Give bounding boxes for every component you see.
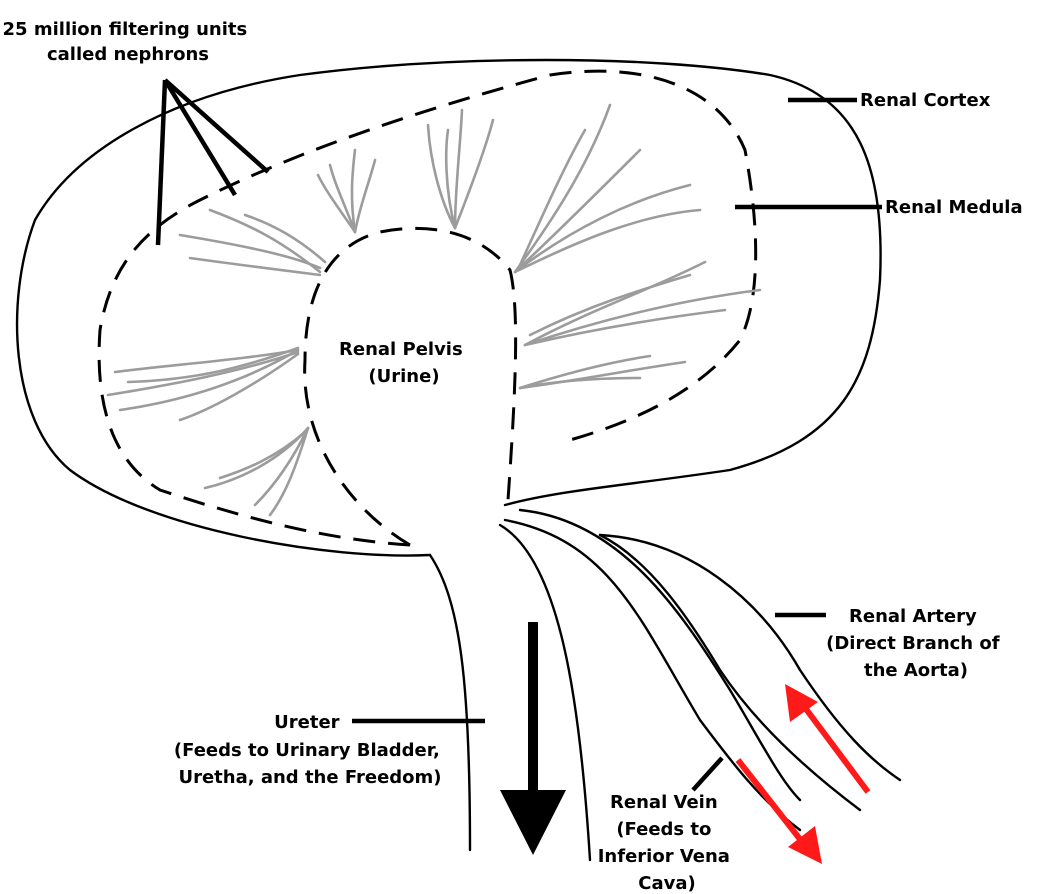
nephron-fibers [108, 105, 760, 515]
nephron-fiber [255, 428, 308, 505]
nephron-fiber [352, 150, 355, 232]
vein-leader [693, 758, 722, 790]
artery-flow-arrow [785, 684, 868, 792]
nephron-fiber [355, 160, 375, 232]
kidney-outer-outline [17, 60, 881, 556]
pelvis-label: Renal Pelvis (Urine) [339, 339, 469, 387]
renal-vein-right-wall [520, 510, 800, 800]
nephron-fiber [515, 150, 640, 272]
nephron-leader-2 [165, 80, 235, 195]
renal-artery-right-wall [600, 535, 900, 780]
leader-lines [158, 80, 882, 790]
nephrons-label: 25 million filtering units called nephro… [3, 19, 254, 65]
nephron-fiber [520, 356, 650, 388]
nephron-fiber [180, 235, 320, 268]
nephron-fiber [515, 210, 700, 272]
ureter-label: Ureter (Feeds to Urinary Bladder, Uretha… [174, 712, 446, 788]
ureter-flow-arrow [500, 622, 566, 855]
ureter-left-wall [430, 555, 470, 850]
medula-label: Renal Medula [885, 197, 1023, 218]
renal-artery-left-wall [600, 535, 860, 810]
nephron-fiber [245, 215, 325, 262]
artery-label: Renal Artery (Direct Branch of the Aorta… [826, 606, 1006, 681]
cortex-label: Renal Cortex [860, 90, 991, 111]
vein-label: Renal Vein (Feeds to Inferior Vena Cava) [598, 792, 737, 894]
